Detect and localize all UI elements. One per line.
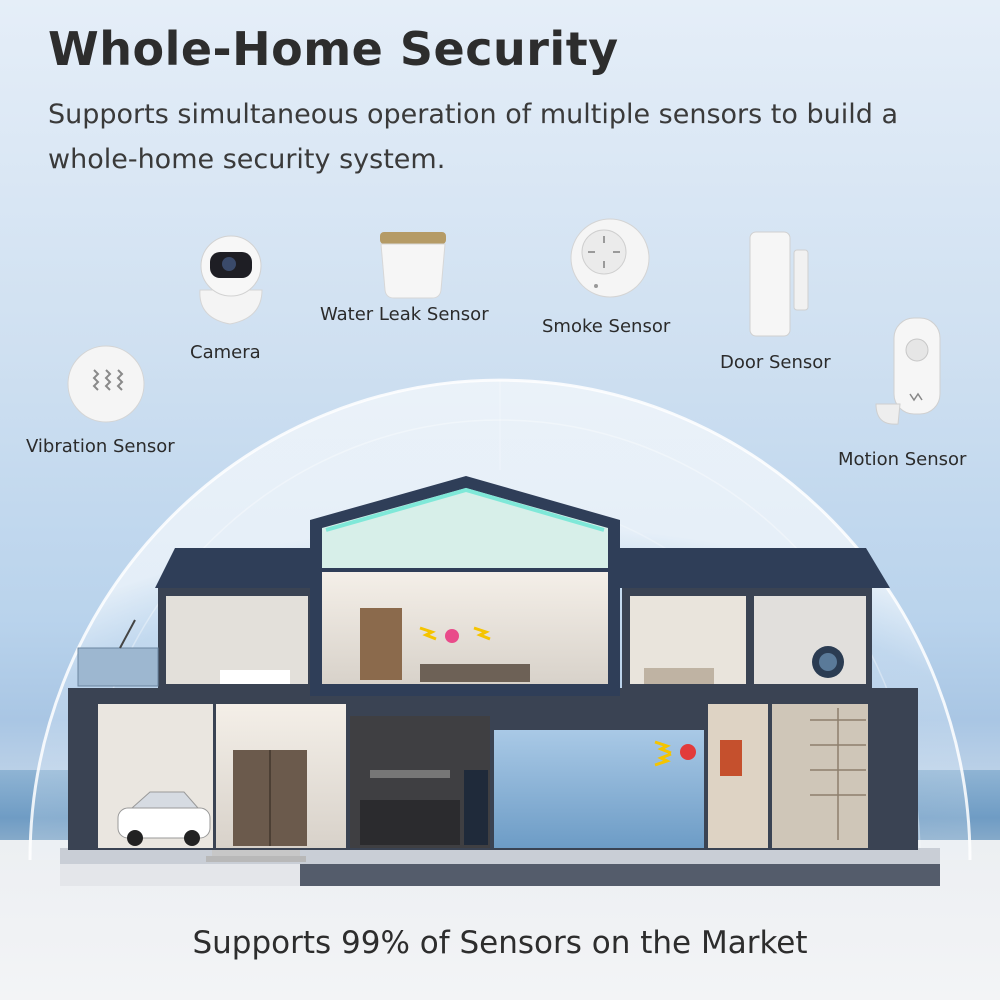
water-leak-sensor-label: Water Leak Sensor (320, 304, 489, 325)
vibration-sensor-icon (67, 345, 145, 423)
motion-sensor-label: Motion Sensor (838, 449, 967, 470)
vibration-sensor-label: Vibration Sensor (26, 436, 175, 457)
motion-sensor-icon (875, 317, 941, 425)
water-leak-sensor-icon (380, 232, 446, 299)
page-subtitle: Supports simultaneous operation of multi… (48, 99, 898, 175)
page-title: Whole-Home Security (48, 22, 619, 76)
camera-label: Camera (190, 342, 261, 363)
footer-tagline: Supports 99% of Sensors on the Market (192, 925, 808, 961)
door-sensor-label: Door Sensor (720, 352, 831, 373)
camera-icon (199, 235, 263, 325)
smoke-sensor-icon (570, 218, 650, 298)
smoke-sensor-label: Smoke Sensor (542, 316, 671, 337)
sensor-icons (67, 218, 941, 425)
door-sensor-icon (749, 231, 809, 337)
